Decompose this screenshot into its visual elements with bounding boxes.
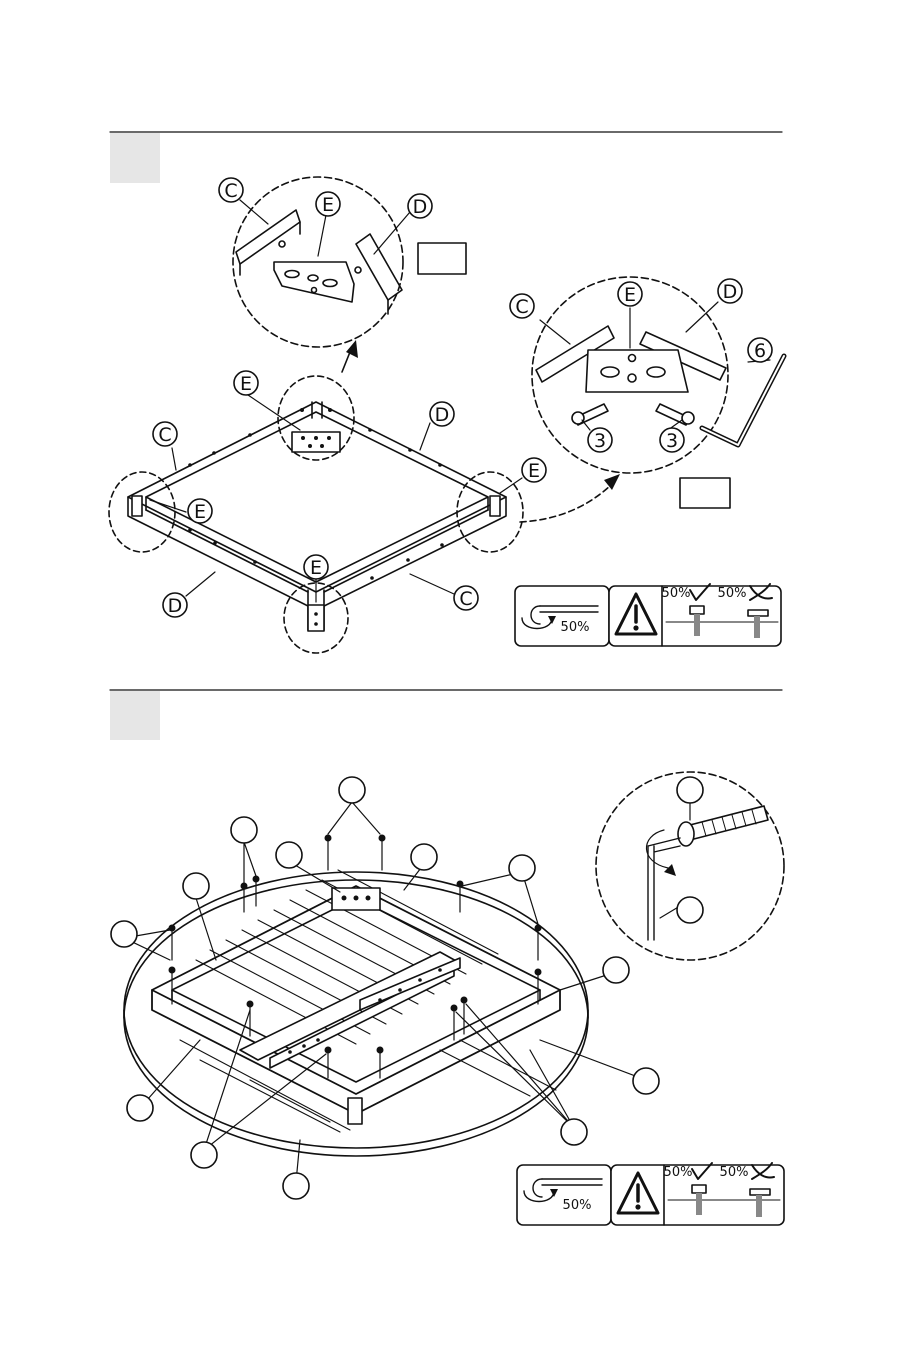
callout-rail-upper-right: [411, 844, 437, 870]
callout-rail-upper-left: [183, 873, 209, 899]
callout-d-bottom-left-label: D: [168, 595, 183, 617]
callout-zoom2-key-label: 6: [754, 340, 766, 362]
callout-brace-bottom: [283, 1173, 309, 1199]
step-1-good-percent: 50%: [662, 586, 691, 601]
callout-screws-lower-right: [561, 1119, 587, 1145]
callout-rail-lower-left: [127, 1095, 153, 1121]
callout-e-bottom-label: E: [310, 557, 322, 579]
callout-e-bottom: E: [304, 555, 328, 579]
step-2-good-percent: 50%: [664, 1165, 693, 1180]
callout-bracket-top: [276, 842, 302, 868]
step-1-number-box: [110, 133, 160, 183]
step-2-bad-percent: 50%: [720, 1165, 749, 1180]
step-1-detail-2-label-box: [680, 478, 730, 508]
callout-tabletop: [633, 1068, 659, 1094]
callout-screws-upper-left: [231, 817, 257, 843]
callout-d-right: D: [430, 402, 454, 426]
callout-rail-right: [603, 957, 629, 983]
step-1-bad-percent: 50%: [718, 586, 747, 601]
callout-d-right-label: D: [435, 404, 450, 426]
callout-screws-left: [111, 921, 137, 947]
callout-zoom1-c: C: [219, 178, 243, 202]
step-1-section: C D C D E E E E C E D C E D 3 3 6: [109, 132, 784, 653]
step-1-tighten-percent: 50%: [561, 620, 590, 635]
callout-screws-right: [509, 855, 535, 881]
step-2-section: 50% 50% 50%: [110, 690, 784, 1225]
callout-zoom2-bolt-left-label: 3: [594, 430, 606, 452]
step-2-tighten-panel: 50%: [517, 1165, 611, 1225]
callout-zoom2-bolt-right: 3: [660, 428, 684, 452]
step-1-zoom-detail-2: [520, 277, 784, 522]
step-2-screws: [172, 838, 538, 1078]
callout-c-bottom-right: C: [454, 586, 478, 610]
callout-zoom2-e-label: E: [624, 284, 636, 306]
callout-zoom1-e: E: [316, 192, 340, 216]
callout-c-left: C: [153, 422, 177, 446]
callout-zoom1-d: D: [408, 194, 432, 218]
callout-zoom1-d-label: D: [413, 196, 428, 218]
callout-zoom2-e: E: [618, 282, 642, 306]
callout-e-top: E: [234, 371, 258, 395]
step-1-warning-panel: 50% 50%: [609, 584, 781, 646]
callout-d-bottom-left: D: [163, 593, 187, 617]
callout-zoom2-bolt-right-label: 3: [666, 430, 678, 452]
callout-zoom2-d: D: [718, 279, 742, 303]
callout-zoom2-key: 6: [748, 338, 772, 362]
step-2-zoom-detail: [596, 772, 784, 960]
callout-e-top-label: E: [240, 373, 252, 395]
callout-zoom1-e-label: E: [322, 194, 334, 216]
callout-screws-lower-left: [191, 1142, 217, 1168]
step-2-tighten-percent: 50%: [563, 1198, 592, 1213]
step-1-tighten-panel: 50%: [515, 586, 609, 646]
callout-c-bottom-right-label: C: [459, 588, 472, 610]
callout-zoom2-c-label: C: [515, 296, 528, 318]
callout-zoom2-bolt-left: 3: [588, 428, 612, 452]
callout-e-left: E: [188, 499, 212, 523]
callout-e-right-label: E: [528, 460, 540, 482]
callout-zoom-key: [677, 897, 703, 923]
callout-c-left-label: C: [158, 424, 171, 446]
step-2-number-box: [110, 691, 160, 740]
callout-zoom1-c-label: C: [224, 180, 237, 202]
step-2-warning-panel: 50% 50%: [611, 1163, 784, 1225]
callout-screws-top: [339, 777, 365, 803]
callout-e-left-label: E: [194, 501, 206, 523]
step-1-detail-1-label-box: [418, 243, 466, 274]
callout-e-right: E: [522, 458, 546, 482]
callout-zoom-bolt: [677, 777, 703, 803]
callout-zoom2-c: C: [510, 294, 534, 318]
callout-zoom2-d-label: D: [723, 281, 738, 303]
